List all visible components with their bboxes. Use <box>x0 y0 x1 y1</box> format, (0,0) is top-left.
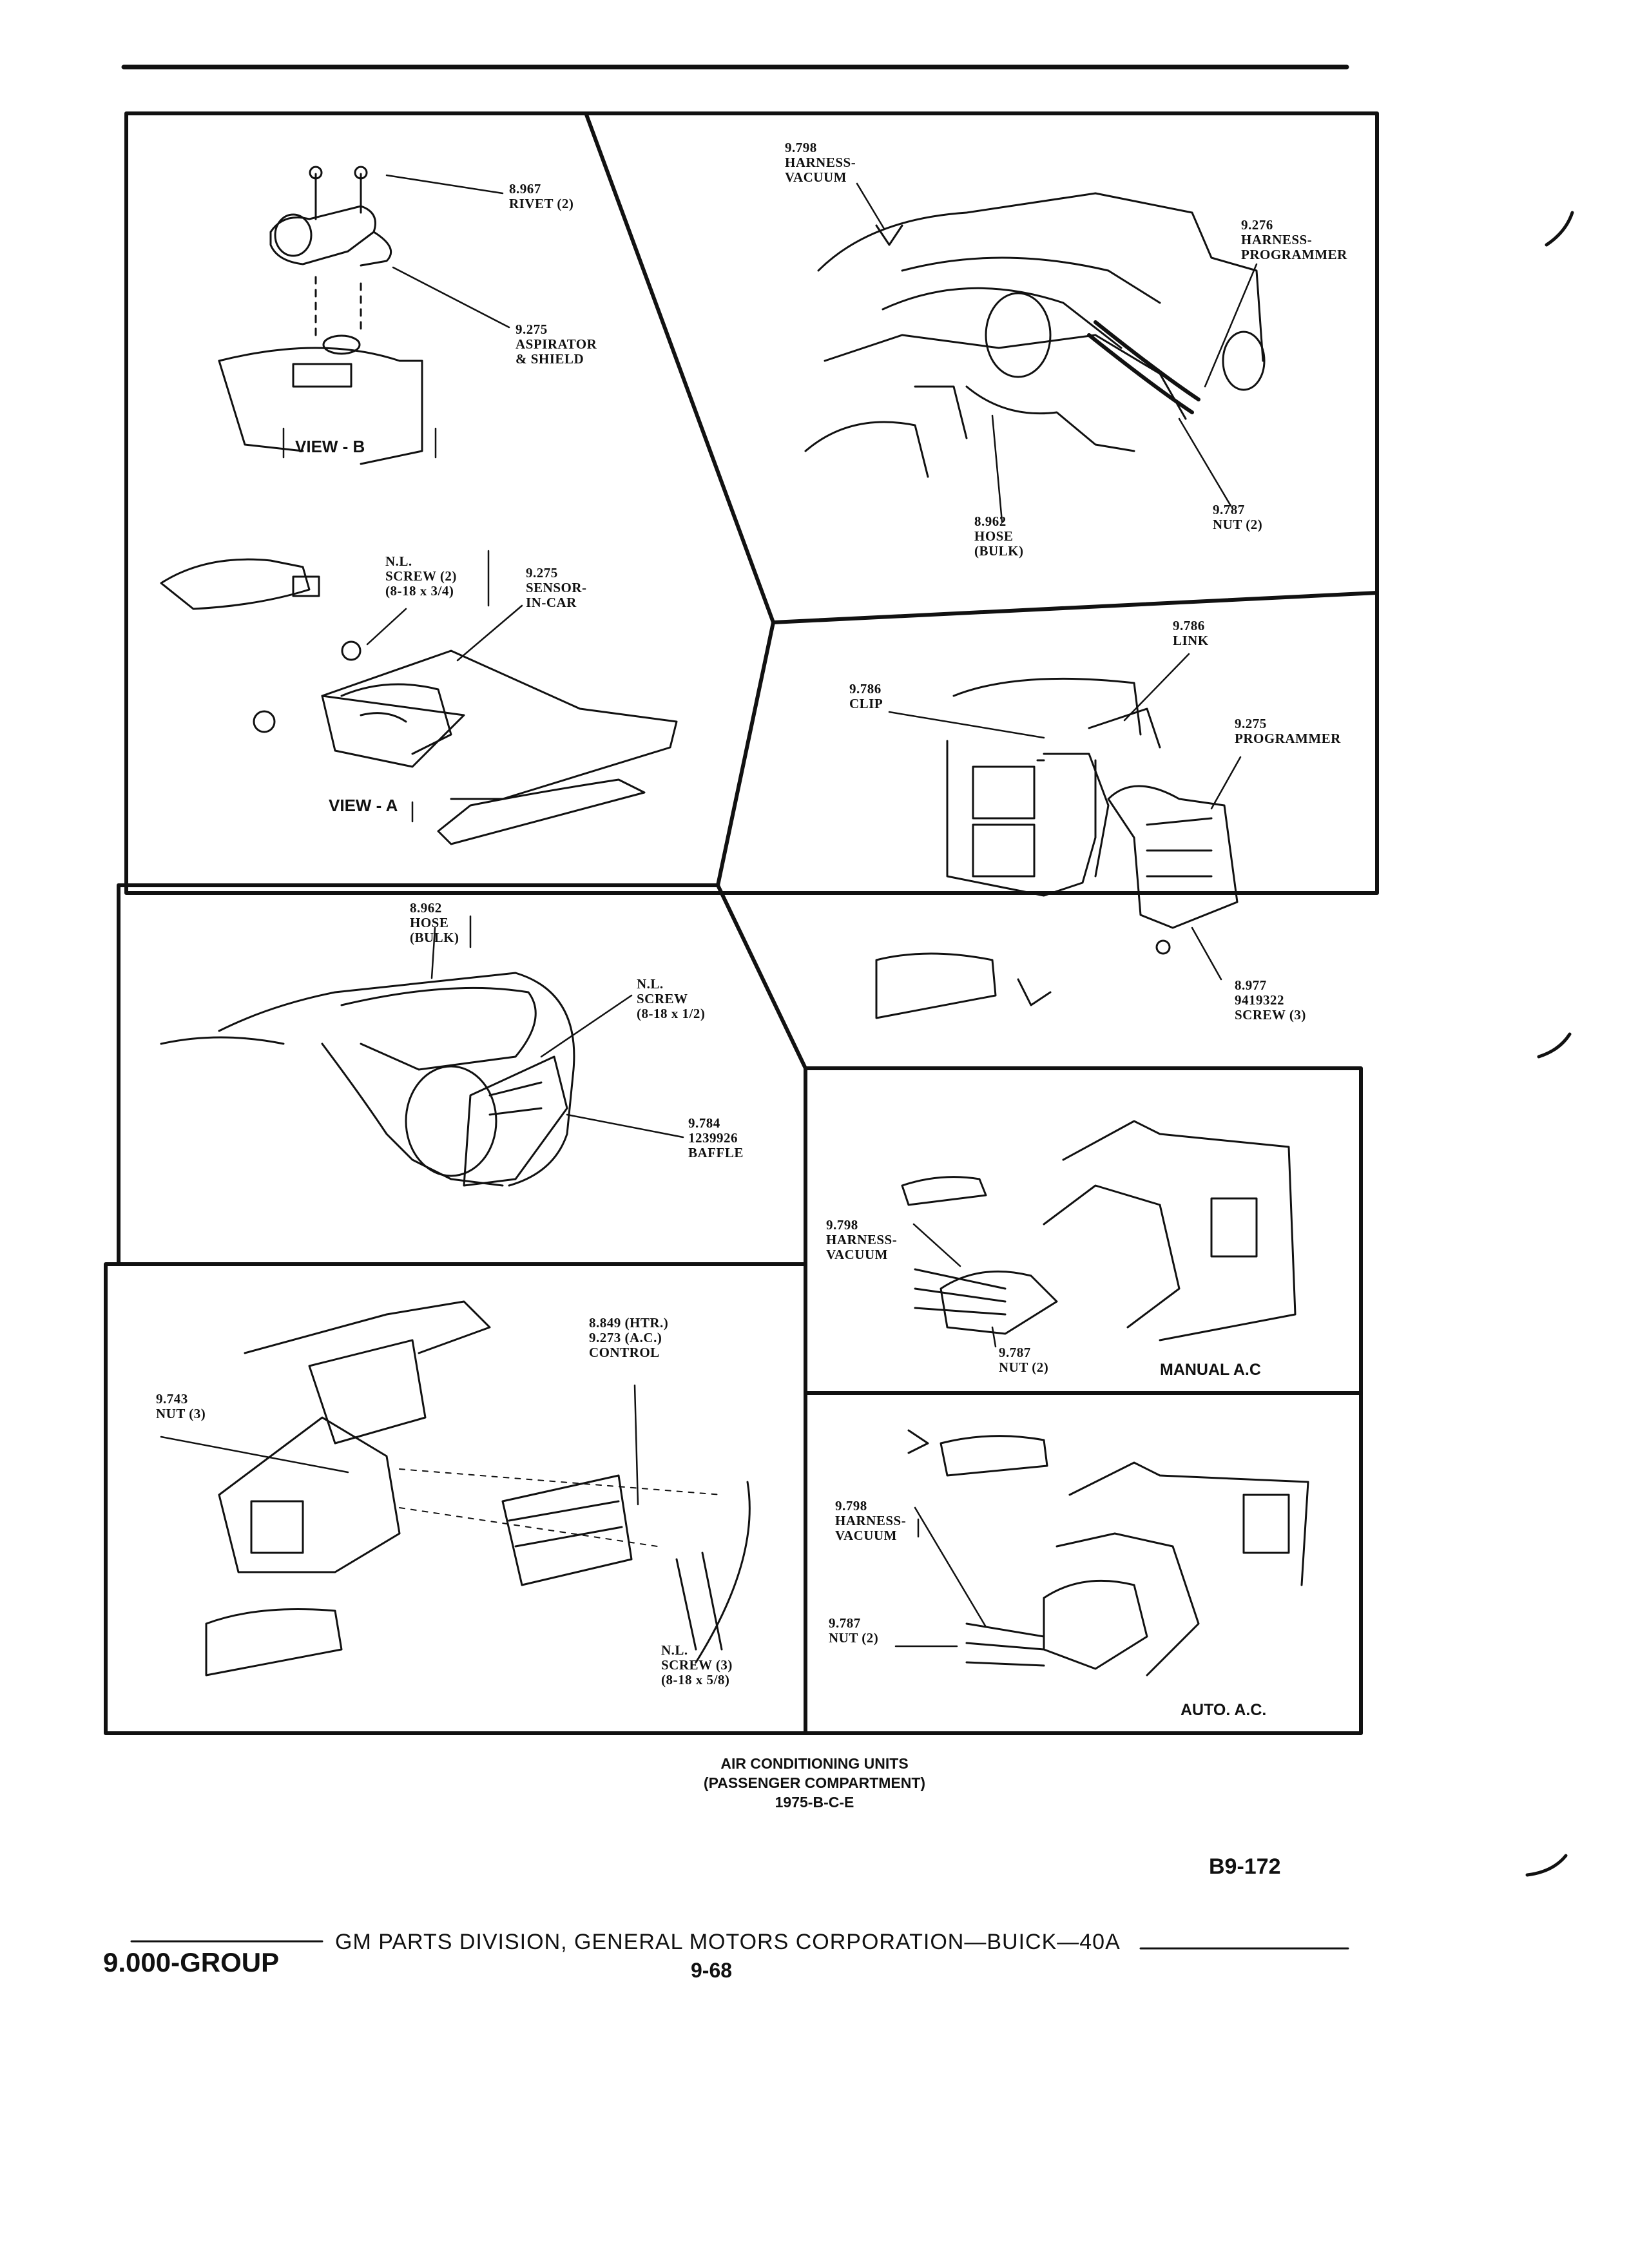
callout-screw-view-a: N.L. SCREW (2) (8-18 x 3/4) <box>385 553 457 599</box>
view-a-label: VIEW - A <box>329 796 398 815</box>
callout-screw-control: N.L. SCREW (3) (8-18 x 5/8) <box>661 1642 733 1687</box>
footer-page-number: 9-68 <box>691 1959 733 1982</box>
control-artwork <box>160 1300 751 1677</box>
callout-screw-baffle: N.L. SCREW (8-18 x 1/2) <box>637 976 706 1021</box>
callout-harness-vacuum: 9.798 HARNESS- VACUUM <box>785 140 856 185</box>
callout-link: 9.786 LINK <box>1173 618 1209 648</box>
caption-line-2: (PASSENGER COMPARTMENT) <box>703 1774 926 1791</box>
footer-group: 9.000-GROUP <box>103 1947 280 1977</box>
callout-nut-control: 9.743 NUT (3) <box>156 1391 206 1421</box>
callout-nut-manual: 9.787 NUT (2) <box>999 1345 1049 1375</box>
manual-ac-label: MANUAL A.C <box>1160 1361 1261 1379</box>
callout-programmer: 9.275 PROGRAMMER <box>1235 716 1341 746</box>
callout-sensor-in-car: 9.275 SENSOR- IN-CAR <box>526 565 587 610</box>
margin-mark <box>1537 1032 1572 1059</box>
view-b-label: VIEW - B <box>295 437 365 456</box>
callout-harness-vacuum-manual: 9.798 HARNESS- VACUUM <box>826 1217 898 1262</box>
manual-ac-artwork <box>901 1120 1296 1348</box>
auto-ac-artwork <box>894 1429 1309 1677</box>
view-a-artwork <box>160 550 678 845</box>
callout-hose-bulk: 8.962 HOSE (BULK) <box>974 514 1024 559</box>
auto-ac-label: AUTO. A.C. <box>1181 1701 1267 1719</box>
callout-harness-vacuum-auto: 9.798 HARNESS- VACUUM <box>835 1498 907 1543</box>
callout-rivet: 8.967 RIVET (2) <box>509 181 574 211</box>
callout-clip: 9.786 CLIP <box>849 681 883 711</box>
callout-harness-programmer: 9.276 HARNESS- PROGRAMMER <box>1241 217 1347 262</box>
view-b-artwork <box>218 166 510 465</box>
margin-mark <box>1525 1854 1568 1877</box>
footer-publisher: GM PARTS DIVISION, GENERAL MOTORS CORPOR… <box>335 1930 1121 1954</box>
caption-line-3: 1975-B-C-E <box>775 1794 854 1811</box>
callout-control: 8.849 (HTR.) 9.273 (A.C.) CONTROL <box>589 1315 669 1360</box>
figure-caption: AIR CONDITIONING UNITS (PASSENGER COMPAR… <box>0 1754 1629 1812</box>
panel-frames <box>104 111 1379 1735</box>
margin-mark <box>1545 211 1574 247</box>
upper-right-artwork <box>804 182 1266 523</box>
caption-line-1: AIR CONDITIONING UNITS <box>720 1755 909 1772</box>
baffle-artwork <box>160 915 684 1187</box>
callout-hose-bulk-baffle: 8.962 HOSE (BULK) <box>410 900 459 945</box>
programmer-artwork <box>875 653 1242 1019</box>
figure-reference: B9-172 <box>1209 1854 1281 1879</box>
callout-baffle: 9.784 1239926 BAFFLE <box>688 1115 744 1160</box>
callout-nut-auto: 9.787 NUT (2) <box>829 1615 879 1646</box>
callout-screw-programmer: 8.977 9419322 SCREW (3) <box>1235 977 1306 1023</box>
callout-nut: 9.787 NUT (2) <box>1213 502 1263 532</box>
callout-aspirator: 9.275 ASPIRATOR & SHIELD <box>516 322 597 367</box>
